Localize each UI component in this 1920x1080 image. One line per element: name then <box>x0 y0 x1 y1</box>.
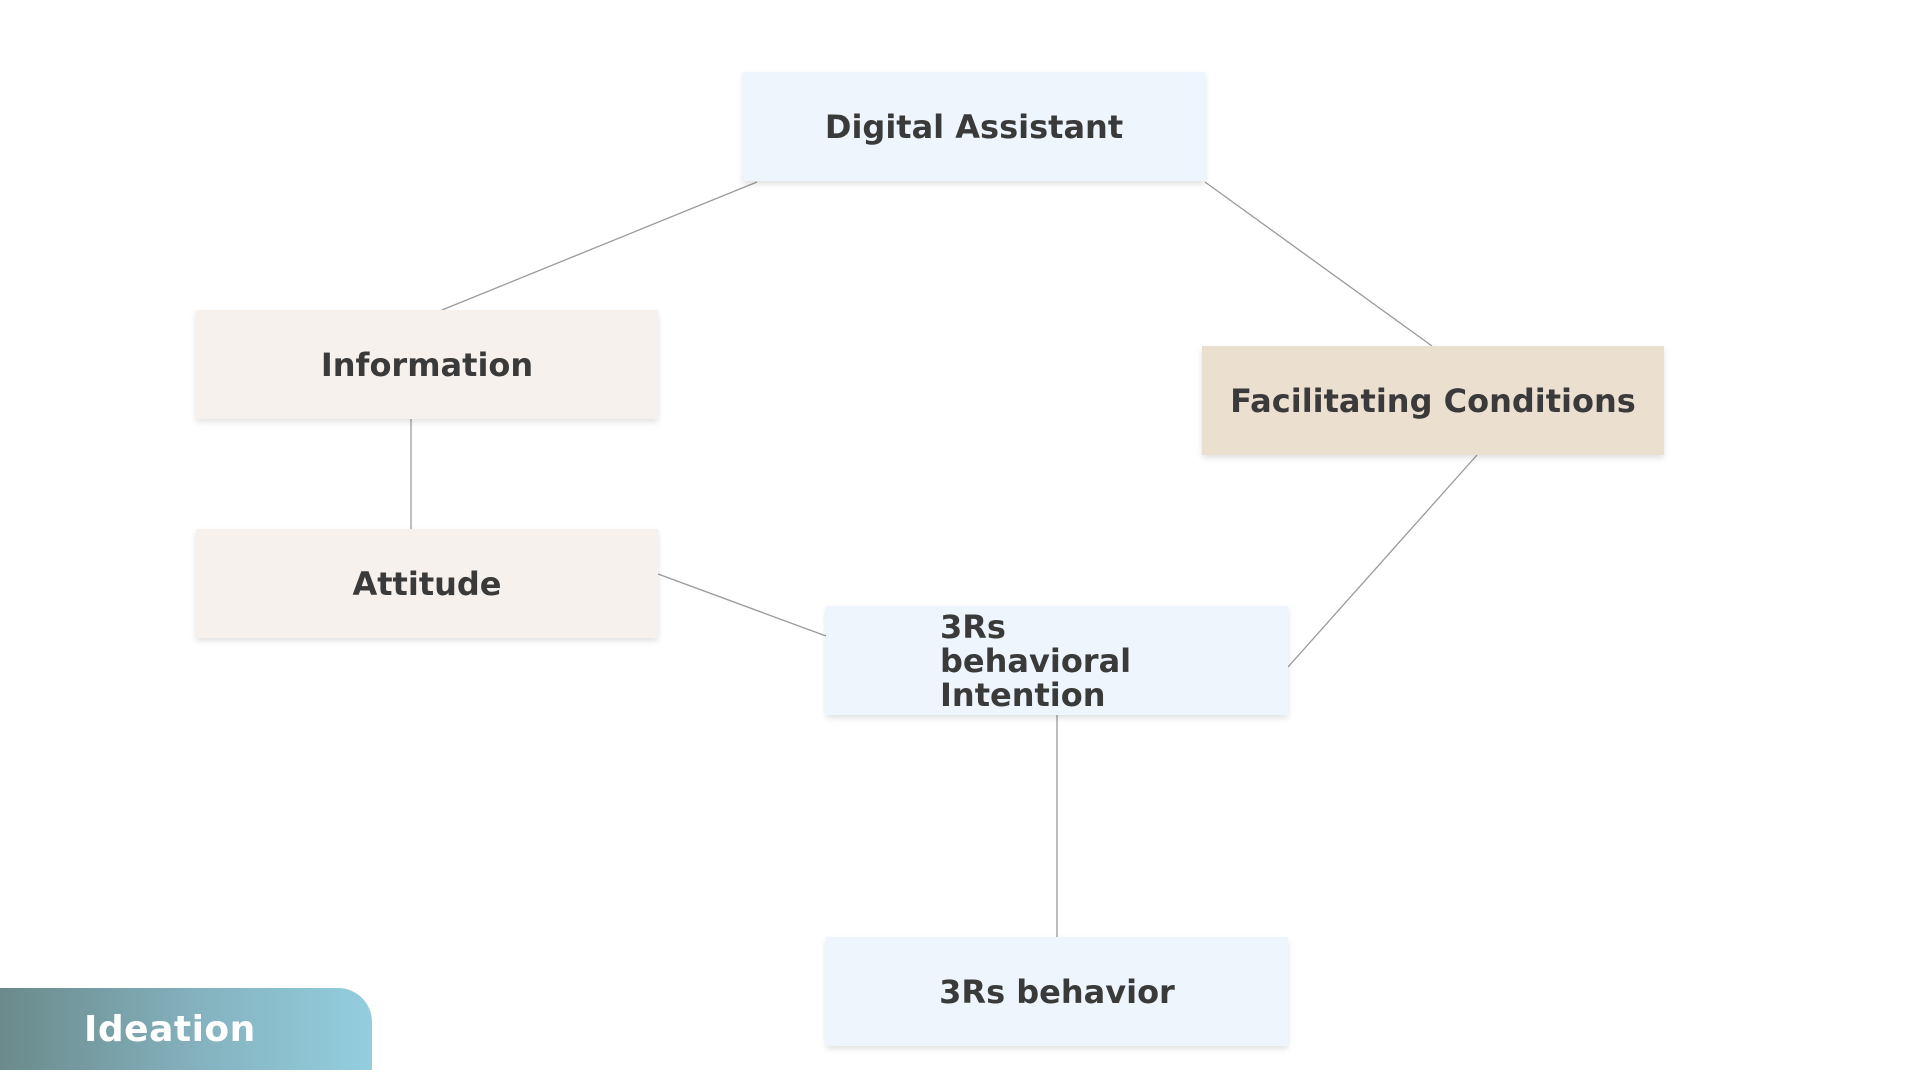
node-label-line-1: 3Rs behavioral <box>940 607 1132 680</box>
section-badge: Ideation <box>0 988 372 1070</box>
node-attitude[interactable]: Attitude <box>196 529 658 638</box>
edge-digital-to-information <box>441 181 758 311</box>
node-label: 3Rs behavior <box>939 972 1175 1011</box>
edge-facilitating-to-intention <box>1287 454 1478 668</box>
node-label: Attitude <box>352 564 502 603</box>
node-3rs-behavior[interactable]: 3Rs behavior <box>826 937 1288 1046</box>
node-facilitating-conditions[interactable]: Facilitating Conditions <box>1202 346 1664 455</box>
node-information[interactable]: Information <box>196 310 658 419</box>
node-label-line-2: Intention <box>940 675 1106 714</box>
node-label: Information <box>320 345 534 384</box>
node-label: Facilitating Conditions <box>1230 381 1636 420</box>
node-behavioral-intention[interactable]: 3Rs behavioral Intention <box>826 606 1288 715</box>
node-label: Digital Assistant <box>824 107 1124 146</box>
node-label-group: 3Rs behavioral Intention <box>940 610 1200 712</box>
node-digital-assistant[interactable]: Digital Assistant <box>743 72 1205 181</box>
edge-digital-to-facilitating <box>1204 181 1433 347</box>
section-badge-label: Ideation <box>84 1008 256 1050</box>
edge-attitude-to-intention <box>657 573 827 637</box>
